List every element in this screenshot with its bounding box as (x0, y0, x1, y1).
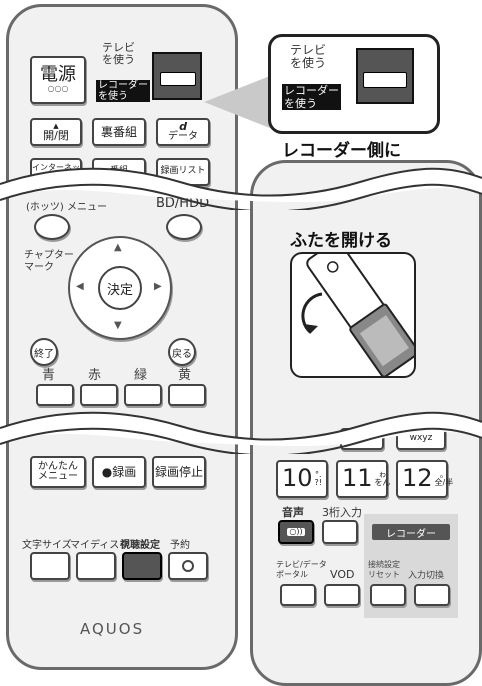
rec-list-label: 録画リスト (160, 166, 206, 177)
kantan-menu-button[interactable]: かんたん メニュー (30, 456, 86, 488)
instruction-text: ふたを開ける (290, 231, 392, 251)
color-label-yellow: 黄 (178, 368, 192, 383)
tv-recorder-switch[interactable] (152, 52, 202, 100)
my-disc-label: マイディスク (70, 540, 130, 551)
switch-recorder-label: レコーダー を使う (96, 80, 150, 102)
key-12-sub: 。 全/半 (434, 469, 454, 487)
yellow-button[interactable] (168, 384, 206, 406)
key-11-num: 11 (342, 464, 373, 493)
menu-round-button[interactable] (34, 214, 70, 240)
red-button[interactable] (80, 384, 118, 406)
record-label: ●録画 (101, 464, 137, 479)
audio-button[interactable]: ○)) (278, 520, 314, 544)
power-label: 電源 (40, 64, 76, 86)
audio-label: 音声 (282, 506, 304, 519)
back-button[interactable]: 戻る (168, 338, 196, 366)
view-settings-button[interactable] (122, 552, 162, 580)
enter-label: 決定 (106, 282, 133, 298)
ura-bangumi-button[interactable]: 裏番組 (92, 118, 146, 146)
menu-label: (ホッツ) メニュー (26, 202, 107, 213)
font-size-button[interactable] (30, 552, 70, 580)
lid-illustration (290, 252, 416, 378)
record-button[interactable]: ●録画 (92, 456, 146, 488)
key-10-sub: °. ?! (314, 469, 322, 487)
kantan-menu-label: かんたん メニュー (38, 460, 78, 482)
color-label-red: 赤 (88, 368, 102, 383)
font-size-label: 文字サイズ (22, 540, 72, 551)
recorder-tag-label: レコーダー (386, 528, 436, 540)
switch-tv-label: テレビ を使う (102, 41, 135, 66)
three-digit-button[interactable] (322, 520, 358, 544)
key-12-num: 12 (402, 464, 433, 493)
record-stop-label: 録画停止 (154, 464, 203, 479)
power-dots: ○○○ (47, 84, 69, 94)
reset-button[interactable] (370, 584, 406, 606)
recorder-tag: レコーダー (372, 524, 450, 540)
green-button[interactable] (124, 384, 162, 406)
clock-icon (182, 560, 194, 572)
blue-button[interactable] (36, 384, 74, 406)
ura-bangumi-label: 裏番組 (100, 124, 137, 139)
reset-label: 接続設定 リセット (368, 560, 400, 579)
eject-icon: ▲ (53, 121, 59, 130)
three-digit-label: 3桁入力 (322, 506, 362, 519)
enter-button[interactable]: 決定 (98, 266, 142, 310)
bottom-cut-wave (0, 411, 482, 454)
data-button[interactable]: d データ (156, 118, 210, 146)
right-arrow-icon[interactable]: ▶ (154, 281, 162, 292)
callout-recorder-label: レコーダー を使う (282, 84, 341, 110)
my-disc-button[interactable] (76, 552, 116, 580)
input-switch-button[interactable] (414, 584, 450, 606)
callout-caption: レコーダー側に (282, 141, 401, 161)
callout-tv-label: テレビ を使う (290, 43, 327, 70)
open-close-label: 開/閉 (43, 128, 69, 142)
reserve-label: 予約 (170, 540, 190, 551)
d-icon: d (179, 119, 187, 133)
key-10[interactable]: 10 °. ?! (276, 460, 328, 498)
data-label: データ (168, 130, 198, 142)
top-cut-wave (0, 167, 482, 210)
key-10-num: 10 (282, 464, 313, 493)
color-label-blue: 青 (42, 368, 56, 383)
vod-button[interactable] (324, 584, 360, 606)
reserve-button[interactable] (168, 552, 208, 580)
key-11[interactable]: 11 ゎ をん (336, 460, 391, 498)
open-close-button[interactable]: ▲ 開/閉 (30, 118, 82, 146)
end-label: 終了 (34, 348, 54, 360)
bd-hdd-label: BD/HDD (156, 196, 210, 211)
power-button[interactable]: 電源 ○○○ (30, 56, 86, 104)
chapter-mark-label: チャプター マーク (24, 250, 74, 273)
vod-label: VOD (330, 568, 355, 581)
up-arrow-icon[interactable]: ▲ (114, 242, 122, 253)
color-label-green: 緑 (134, 368, 148, 383)
record-stop-button[interactable]: 録画停止 (152, 456, 206, 488)
portal-button[interactable] (280, 584, 316, 606)
bd-hdd-round-button[interactable] (166, 214, 202, 240)
portal-label: テレビ/データ ポータル (276, 560, 327, 579)
open-lid-icon (301, 254, 414, 376)
audio-icon: ○)) (287, 526, 305, 537)
key-wxyz-label: wxyz (409, 433, 433, 444)
key-11-sub: ゎ をん (374, 469, 391, 487)
view-settings-label: 視聴設定 (120, 540, 160, 551)
brand-logo: AQUOS (80, 620, 145, 638)
back-label: 戻る (172, 348, 192, 360)
key-12[interactable]: 12 。 全/半 (396, 460, 453, 498)
end-button[interactable]: 終了 (30, 338, 58, 366)
left-arrow-icon[interactable]: ◀ (76, 281, 84, 292)
input-switch-label: 入力切換 (408, 571, 445, 581)
callout-switch (356, 48, 414, 104)
down-arrow-icon[interactable]: ▼ (114, 320, 122, 331)
callout-pointer (204, 76, 270, 128)
